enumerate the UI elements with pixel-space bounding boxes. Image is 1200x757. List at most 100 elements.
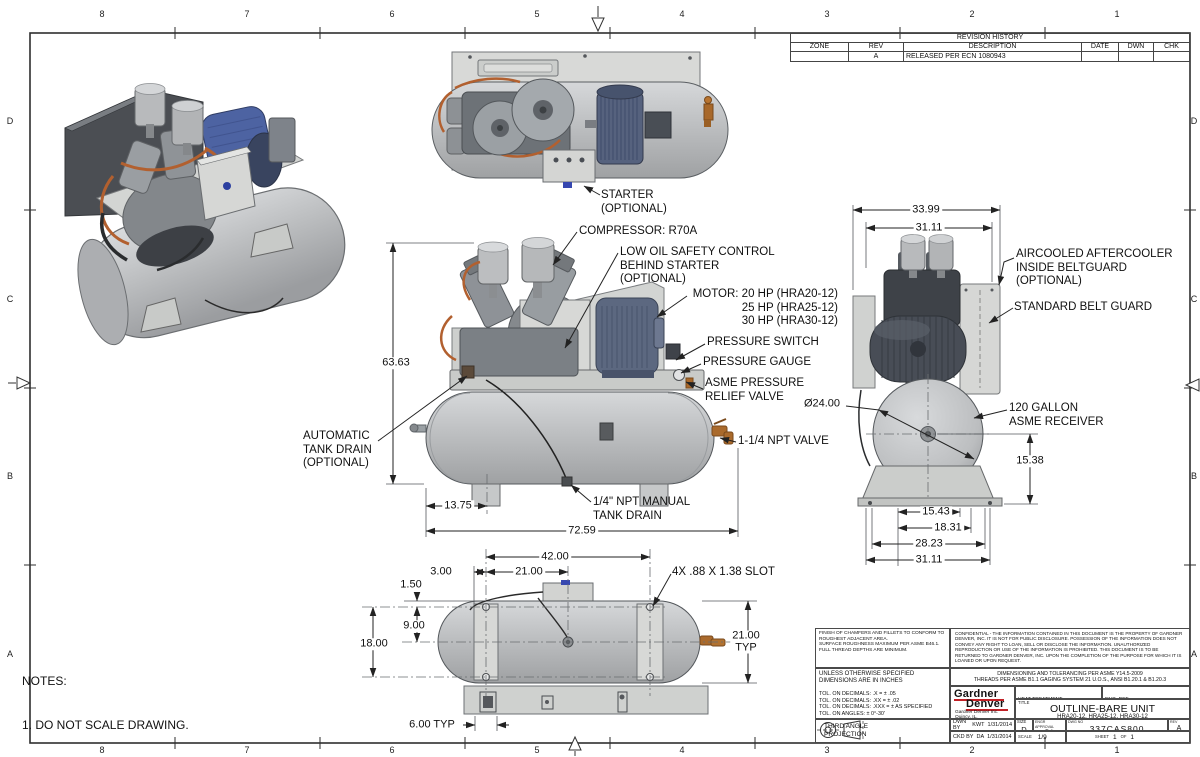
zone-number: 8 bbox=[99, 745, 105, 755]
front-filters bbox=[477, 237, 555, 298]
confidential-note: CONFIDENTIAL - THE INFORMATION CONTAINED… bbox=[950, 628, 1190, 668]
dim-bottom-slot-edge: 1.50 bbox=[398, 578, 424, 591]
spec-heading: UNLESS OTHERWISE SPECIFIED DIMENSIONS AR… bbox=[819, 671, 915, 684]
callout-starter: STARTER (OPTIONAL) bbox=[601, 189, 667, 215]
front-auto-drain bbox=[461, 365, 475, 379]
callout-npt-valve: 1-1/4 NPT VALVE bbox=[738, 435, 829, 447]
dwg-no-value: 337CAS800 bbox=[1089, 723, 1145, 731]
zone-number: 3 bbox=[824, 745, 830, 755]
zone-number: 5 bbox=[534, 9, 540, 19]
end-filters bbox=[900, 234, 954, 278]
dwg-no-label: DWG NO bbox=[1068, 720, 1084, 724]
callout-aftercooler: AIRCOOLED AFTERCOOLER INSIDE BELTGUARD (… bbox=[1016, 248, 1173, 287]
scale-value: 1/9 bbox=[1037, 733, 1047, 741]
callout-pressure-switch: PRESSURE SWITCH bbox=[707, 336, 819, 348]
front-left-fitting bbox=[409, 423, 427, 433]
bottom-npt-valve bbox=[699, 635, 726, 647]
drawing-models: HRA20-12, HRA25-12, HRA30-12 bbox=[1057, 714, 1148, 719]
zone-letter: D bbox=[6, 116, 14, 126]
centering-arrows bbox=[8, 6, 1200, 756]
dwn-by-label: DWN BY bbox=[953, 719, 967, 731]
top-motor bbox=[585, 84, 672, 165]
dwn-by-value: KWT bbox=[972, 722, 985, 728]
heat-treatment-cell: HEAT TREATMENT bbox=[1015, 686, 1102, 699]
title-block: FINISH OF CHAMFERS AND FILLETS TO CONFOR… bbox=[815, 628, 1190, 743]
zone-letter: D bbox=[1190, 116, 1198, 126]
company-address: Gardner Denver Inc. Quincy, IL. bbox=[955, 710, 999, 719]
dim-end-tank-diameter: Ø24.00 bbox=[801, 397, 843, 410]
checked-by-row: CKD BY DA 1/31/2014 bbox=[950, 731, 1015, 743]
callout-pressure-gauge: PRESSURE GAUGE bbox=[703, 356, 811, 368]
dim-front-overall-length: 72.59 bbox=[566, 524, 598, 537]
callout-belt-guard: STANDARD BELT GUARD bbox=[1014, 301, 1153, 313]
projection-label: THIRD ANGLE PROJECTION bbox=[824, 723, 868, 738]
sheet-border bbox=[8, 6, 1200, 756]
iso-starter-box bbox=[196, 146, 256, 221]
standards-line2: THREADS PER ASME B1.1 GAGING SYSTEM 21 U… bbox=[973, 677, 1167, 684]
drawing-title: OUTLINE-BARE UNIT bbox=[1049, 703, 1155, 715]
tolerances: TOL. ON DECIMALS: .X = ± .05 TOL. ON DEC… bbox=[819, 691, 933, 717]
dim-front-height: 63.63 bbox=[380, 356, 412, 369]
rev-cell: REV A bbox=[1168, 719, 1190, 731]
dim-end-upper-width: 31.11 bbox=[913, 221, 945, 234]
view-top bbox=[431, 51, 729, 188]
zone-letter: C bbox=[6, 294, 14, 304]
sheet-cell: SHEET 1 OF 1 bbox=[1066, 731, 1190, 743]
tolerance-block: UNLESS OTHERWISE SPECIFIED DIMENSIONS AR… bbox=[815, 668, 950, 719]
gardner-denver-logo: Gardner bbox=[954, 688, 999, 700]
rev-value: A bbox=[1176, 724, 1182, 731]
top-drain-valve bbox=[703, 96, 714, 127]
dim-bottom-saddle-span: 42.00 bbox=[539, 550, 571, 563]
eng-ref-cell: ENG. REF: bbox=[1102, 686, 1190, 699]
finish-note: FINISH OF CHAMFERS AND FILLETS TO CONFOR… bbox=[815, 628, 950, 668]
callout-compressor: COMPRESSOR: R70A bbox=[579, 225, 698, 237]
dim-end-base-width: 31.11 bbox=[913, 553, 945, 566]
gardner-denver-logo: Denver bbox=[966, 698, 1005, 710]
zone-number: 2 bbox=[969, 745, 975, 755]
zone-letter: A bbox=[6, 649, 14, 659]
engr-approval-label: ENGR APPROVAL bbox=[1035, 720, 1055, 729]
zone-number: 6 bbox=[389, 745, 395, 755]
ckd-by-value: DA bbox=[976, 734, 985, 740]
dim-end-3: 28.23 bbox=[913, 537, 945, 550]
callout-motor: MOTOR: 20 HP (HRA20-12) 25 HP (HRA25-12)… bbox=[692, 288, 838, 327]
dwg-no-cell: DWG NO 337CAS800 bbox=[1066, 719, 1168, 731]
rev-label: REV bbox=[1170, 720, 1178, 724]
zone-letter: B bbox=[1190, 471, 1198, 481]
leader-lines bbox=[377, 185, 1015, 607]
front-pressure-switch bbox=[665, 343, 681, 360]
third-angle-projection-icon bbox=[817, 720, 864, 740]
front-copper-pipes bbox=[440, 260, 481, 362]
dim-bottom-edge-offset: 3.00 bbox=[428, 565, 454, 578]
view-end bbox=[852, 234, 1003, 507]
scale-label: SCALE bbox=[1018, 733, 1032, 739]
size-label: SIZE bbox=[1017, 719, 1027, 724]
projection-block: THIRD ANGLE PROJECTION bbox=[815, 719, 950, 743]
front-pressure-gauge bbox=[673, 369, 685, 381]
note-1: 1. DO NOT SCALE DRAWING. bbox=[22, 717, 189, 732]
dim-end-center-height: 15.38 bbox=[1014, 454, 1046, 467]
dim-bottom-slot-to-center: 9.00 bbox=[401, 619, 427, 632]
notes-heading: NOTES: bbox=[22, 674, 67, 688]
dim-end-2: 18.31 bbox=[932, 521, 964, 534]
drawn-by-row: DWN BY KWT 1/31/2014 bbox=[950, 719, 1015, 731]
company-logo-cell: Gardner Denver Gardner Denver Inc. Quinc… bbox=[950, 686, 1015, 719]
dim-end-overall-width: 33.99 bbox=[910, 203, 942, 216]
zone-number: 1 bbox=[1114, 9, 1120, 19]
sheet-of-label: OF bbox=[1120, 733, 1127, 739]
zone-number: 6 bbox=[389, 9, 395, 19]
callout-receiver: 120 GALLON ASME RECEIVER bbox=[1009, 402, 1104, 428]
zone-letter: B bbox=[6, 471, 14, 481]
zone-number: 5 bbox=[534, 745, 540, 755]
callout-low-oil-safety: LOW OIL SAFETY CONTROL BEHIND STARTER (O… bbox=[620, 246, 775, 285]
top-starter-box bbox=[542, 149, 596, 188]
dwn-date: 1/31/2014 bbox=[987, 722, 1012, 728]
dim-bottom-tank-width: 21.00 TYP bbox=[730, 629, 762, 654]
size-cell: SIZE D bbox=[1015, 719, 1033, 731]
revision-history-table: REVISION HISTORY ZONE REV DESCRIPTION DA… bbox=[790, 33, 1190, 62]
callout-relief-valve: ASME PRESSURE RELIEF VALVE bbox=[705, 377, 805, 403]
dim-bottom-slot-span: 18.00 bbox=[358, 637, 390, 650]
top-copper-pipes bbox=[438, 77, 561, 158]
dim-bottom-port-offset: 21.00 bbox=[513, 565, 545, 578]
